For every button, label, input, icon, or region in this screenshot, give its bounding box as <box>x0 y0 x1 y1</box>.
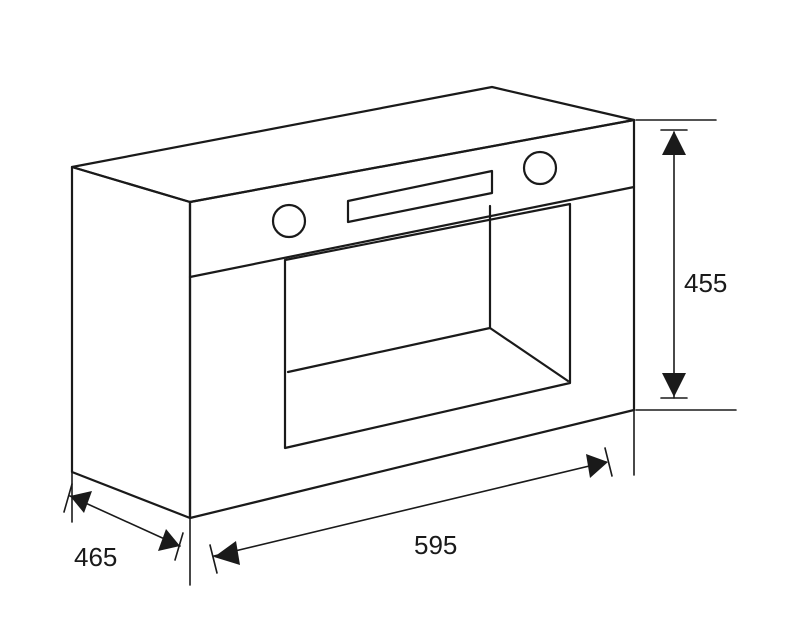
oven-side-face <box>70 165 192 520</box>
width-dimension-line <box>213 461 607 557</box>
height-dimension: 455 <box>635 119 737 411</box>
oven-front-face <box>188 118 636 520</box>
depth-tick-front <box>174 532 184 561</box>
width-arrow-left <box>214 541 240 565</box>
control-panel-edge <box>188 185 636 279</box>
width-dimension: 595 <box>189 409 635 586</box>
controls <box>271 150 558 239</box>
depth-tick-back <box>63 483 73 513</box>
height-arrow-top <box>662 131 686 155</box>
window-inner-floor <box>488 326 570 383</box>
width-tick-left <box>209 544 218 574</box>
height-label: 455 <box>684 268 727 298</box>
left-knob <box>271 203 307 239</box>
oven-window <box>283 202 572 450</box>
right-knob <box>522 150 558 186</box>
oven-top-face <box>70 85 636 204</box>
depth-dimension-line <box>69 495 181 547</box>
width-arrow-right <box>586 454 608 478</box>
depth-arrow-back <box>70 491 92 513</box>
window-outer <box>283 202 572 450</box>
oven-body <box>70 85 636 520</box>
window-inner-back <box>286 204 492 374</box>
depth-dimension: 465 <box>63 471 184 572</box>
depth-label: 465 <box>74 542 117 572</box>
depth-arrow-front <box>158 529 180 551</box>
display-panel <box>346 169 494 224</box>
width-tick-right <box>604 447 613 477</box>
height-arrow-bottom <box>662 373 686 397</box>
width-label: 595 <box>414 530 457 560</box>
